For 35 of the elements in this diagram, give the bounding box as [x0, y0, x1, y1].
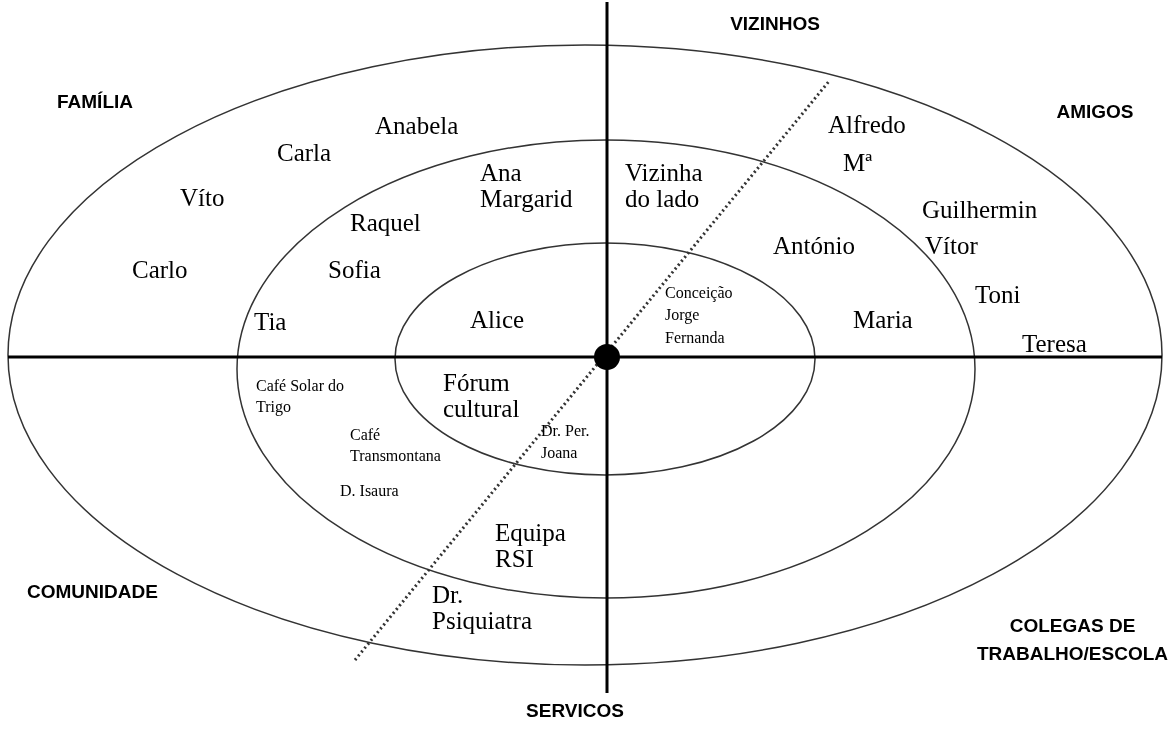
name-label: Conceição: [665, 283, 733, 304]
name-label: Dr. Psiquiatra: [432, 582, 533, 635]
name-label: Fernanda: [665, 328, 725, 348]
name-label: Guilhermin: [922, 197, 1038, 224]
name-label: Equipa RSI: [495, 520, 567, 573]
name-label: Carla: [277, 140, 332, 167]
name-label: Teresa: [1022, 331, 1087, 358]
name-label: Sofia: [328, 257, 381, 284]
name-label: Vizinha do lado: [625, 160, 704, 213]
category-label: SERVICOS: [525, 699, 625, 723]
name-label: Maria: [853, 307, 913, 334]
name-label: Ana Margarid: [480, 160, 574, 213]
name-label: Víto: [180, 185, 225, 212]
category-label: COMUNIDADE: [26, 580, 159, 604]
name-label: Alice: [470, 307, 525, 334]
name-label: Fórum cultural: [443, 370, 521, 423]
name-label: Toni: [975, 282, 1021, 309]
name-label: Café Transmontana: [350, 425, 442, 466]
name-label: Raquel: [350, 210, 421, 237]
name-label: Alfredo: [828, 112, 906, 139]
name-label: D. Isaura: [340, 481, 399, 501]
category-label: FAMÍLIA: [56, 90, 134, 114]
name-label: Dr. Per.: [541, 421, 590, 441]
name-label: Mª: [843, 150, 873, 177]
name-label: Café Solar do Trigo: [256, 376, 345, 418]
name-label: Vítor: [925, 233, 978, 260]
name-label: Jorge: [665, 305, 700, 326]
name-label: Tia: [254, 309, 287, 336]
name-label: Joana: [541, 443, 578, 463]
name-label: Anabela: [375, 113, 459, 140]
category-label: COLEGAS DE TRABALHO/ESCOLA: [975, 614, 1170, 666]
name-label: Carlo: [132, 257, 188, 284]
category-label: VIZINHOS: [729, 12, 821, 36]
category-label: AMIGOS: [1055, 100, 1135, 124]
name-label: António: [773, 233, 855, 260]
